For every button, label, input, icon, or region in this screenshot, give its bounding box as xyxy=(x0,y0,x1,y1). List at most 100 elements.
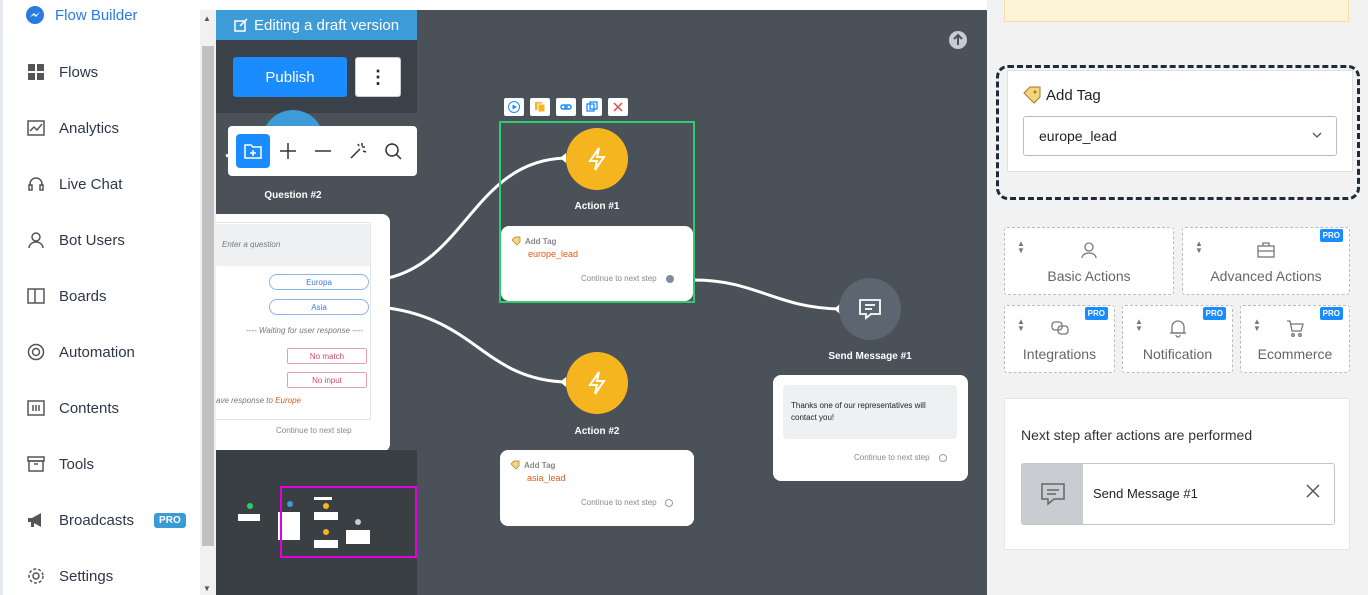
flow-canvas[interactable]: Editing a draft version Publish ⋮ Questi… xyxy=(216,10,987,595)
next-step-item[interactable]: Send Message #1 xyxy=(1021,463,1335,525)
tag-select[interactable]: europe_lead xyxy=(1023,116,1337,156)
sidebar-brand[interactable]: Flow Builder xyxy=(25,4,138,26)
briefcase-icon xyxy=(1257,242,1275,258)
continue-connector[interactable] xyxy=(939,454,947,462)
message-text: Thanks one of our representatives will c… xyxy=(783,385,957,439)
message-icon xyxy=(859,299,881,320)
close-icon[interactable] xyxy=(1306,484,1320,498)
gear-icon xyxy=(28,568,44,584)
scrollbar-thumb[interactable] xyxy=(202,46,214,546)
sidebar-scrollbar[interactable]: ▲ ▼ xyxy=(200,10,216,595)
question-node-card[interactable]: Enter a question Europa Asia ---- Waitin… xyxy=(216,214,390,452)
no-input-option[interactable]: No input xyxy=(287,372,367,388)
pro-badge: PRO xyxy=(1319,229,1343,242)
continue-connector[interactable] xyxy=(665,499,673,507)
zoom-in-button[interactable] xyxy=(271,134,305,168)
sidebar-item-label: Boards xyxy=(59,287,107,305)
plus-icon xyxy=(280,143,296,159)
sidebar-item-label: Settings xyxy=(59,567,114,585)
message-icon xyxy=(1040,483,1065,506)
next-step-icon-box xyxy=(1022,464,1083,524)
sidebar-item-tools[interactable]: Tools xyxy=(27,452,94,476)
advanced-actions-tile[interactable]: ▲▼ PRO Advanced Actions xyxy=(1182,227,1350,295)
scroll-up-arrow-icon[interactable]: ▲ xyxy=(203,14,211,23)
edit-icon xyxy=(234,18,248,32)
no-match-option[interactable]: No match xyxy=(287,348,367,364)
send-message-card[interactable]: Thanks one of our representatives will c… xyxy=(773,375,968,481)
add-tag-card: Add Tag europe_lead xyxy=(1007,70,1353,172)
sidebar-item-automation[interactable]: Automation xyxy=(27,340,135,364)
search-button[interactable] xyxy=(376,134,410,168)
auto-arrange-button[interactable] xyxy=(341,134,375,168)
sidebar-item-broadcasts[interactable]: Broadcasts PRO xyxy=(27,508,186,532)
tag-icon xyxy=(511,236,521,246)
copy-button[interactable] xyxy=(530,98,550,116)
publish-panel: Publish ⋮ xyxy=(216,40,417,113)
draft-banner: Editing a draft version xyxy=(216,10,417,40)
minus-icon xyxy=(315,150,331,152)
scroll-top-icon[interactable] xyxy=(948,30,968,50)
action1-circle[interactable] xyxy=(566,128,628,190)
sidebar-item-label: Automation xyxy=(59,343,135,361)
drag-handle-icon[interactable]: ▲▼ xyxy=(1017,317,1025,333)
link-icon xyxy=(560,104,572,110)
node-actions-toolbar xyxy=(504,98,628,116)
next-step-name: Send Message #1 xyxy=(1093,486,1198,501)
link-button[interactable] xyxy=(556,98,576,116)
action2-card[interactable]: Add Tag asia_lead Continue to next step xyxy=(500,450,694,526)
add-node-button[interactable] xyxy=(236,134,270,168)
integrations-tile[interactable]: ▲▼ PRO Integrations xyxy=(1004,305,1115,373)
zoom-out-button[interactable] xyxy=(306,134,340,168)
drag-handle-icon[interactable]: ▲▼ xyxy=(1195,239,1203,255)
contents-icon xyxy=(27,400,45,416)
action2-title: Action #2 xyxy=(574,426,620,437)
sidebar-item-analytics[interactable]: Analytics xyxy=(27,116,119,140)
send-message-circle[interactable] xyxy=(839,278,901,340)
add-tag-title: Add Tag xyxy=(1022,85,1101,105)
question-input[interactable]: Enter a question xyxy=(216,224,370,266)
sidebar: Flow Builder Flows Analytics Live Chat B… xyxy=(0,0,200,595)
canvas-toolbar xyxy=(228,126,417,176)
sidebar-item-contents[interactable]: Contents xyxy=(27,396,119,420)
boards-icon xyxy=(27,288,45,304)
messenger-icon xyxy=(26,6,44,24)
notification-tile[interactable]: ▲▼ PRO Notification xyxy=(1122,305,1233,373)
minimap-preview xyxy=(238,486,417,558)
sidebar-item-boards[interactable]: Boards xyxy=(27,284,107,308)
continue-connector[interactable] xyxy=(666,275,674,283)
tag-select-value: europe_lead xyxy=(1039,128,1117,144)
action1-card[interactable]: Add Tag europe_lead Continue to next ste… xyxy=(501,226,693,301)
preview-button[interactable] xyxy=(504,98,524,116)
option-europa[interactable]: Europa xyxy=(269,274,369,290)
action2-circle[interactable] xyxy=(566,352,628,414)
minimap[interactable] xyxy=(216,450,417,595)
sidebar-item-live-chat[interactable]: Live Chat xyxy=(27,172,122,196)
grid-icon xyxy=(28,64,44,80)
sidebar-item-settings[interactable]: Settings xyxy=(27,564,113,588)
top-strip xyxy=(0,0,1368,10)
drag-handle-icon[interactable]: ▲▼ xyxy=(1135,317,1143,333)
sidebar-item-flows[interactable]: Flows xyxy=(27,60,98,84)
sidebar-item-label: Contents xyxy=(59,399,120,417)
next-step-card: Next step after actions are performed Se… xyxy=(1004,398,1350,550)
ecommerce-tile[interactable]: ▲▼ PRO Ecommerce xyxy=(1240,305,1350,373)
delete-button[interactable] xyxy=(608,98,628,116)
basic-actions-tile[interactable]: ▲▼ Basic Actions xyxy=(1004,227,1174,295)
sidebar-item-bot-users[interactable]: Bot Users xyxy=(27,228,125,252)
sidebar-item-label: Flows xyxy=(59,63,99,81)
continue-label: Continue to next step xyxy=(276,426,352,435)
drag-handle-icon[interactable]: ▲▼ xyxy=(1017,239,1025,255)
more-options-button[interactable]: ⋮ xyxy=(355,57,401,97)
pro-badge: PRO xyxy=(1084,307,1108,320)
add-folder-icon xyxy=(244,144,262,159)
pro-badge: PRO xyxy=(1319,307,1343,320)
close-icon xyxy=(613,102,623,112)
option-asia[interactable]: Asia xyxy=(269,299,369,315)
scroll-down-arrow-icon[interactable]: ▼ xyxy=(203,584,211,593)
drag-handle-icon[interactable]: ▲▼ xyxy=(1253,317,1261,333)
analytics-icon xyxy=(27,120,45,136)
duplicate-button[interactable] xyxy=(582,98,602,116)
publish-button[interactable]: Publish xyxy=(233,57,347,97)
next-step-title: Next step after actions are performed xyxy=(1021,427,1253,443)
draft-banner-label: Editing a draft version xyxy=(254,16,400,34)
